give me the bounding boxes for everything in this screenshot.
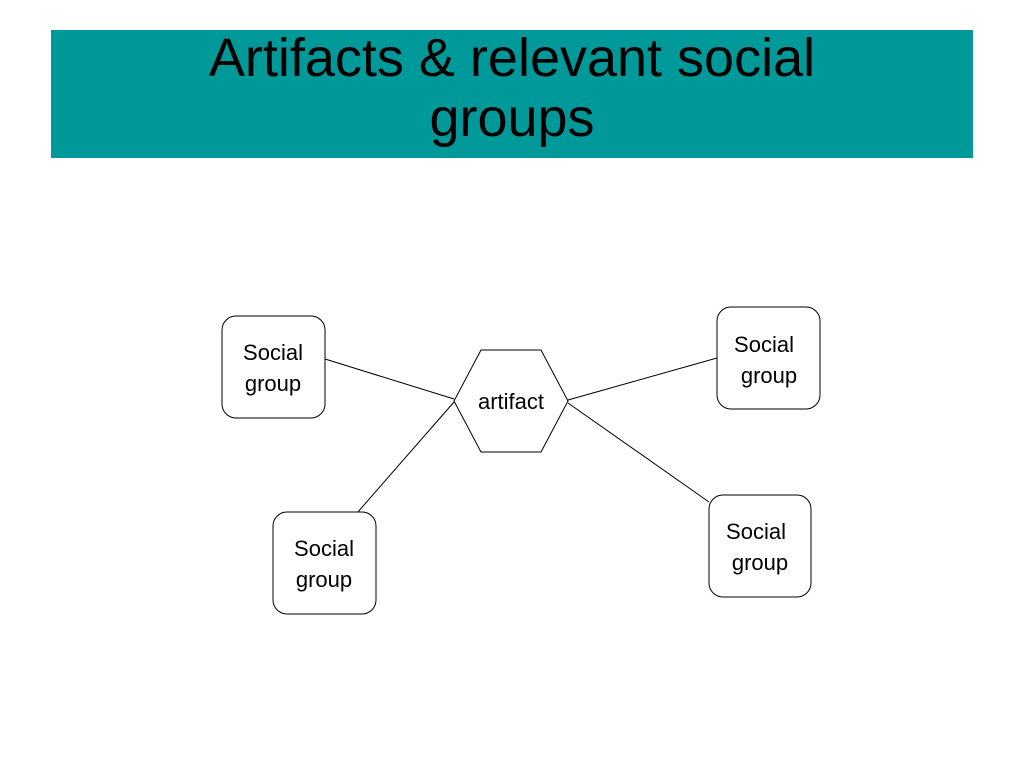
social-group-label-line2: group: [741, 363, 797, 388]
social-group-bottom-left: Social group: [272, 511, 377, 615]
title-bar: [51, 30, 973, 158]
connector-top-left: [324, 358, 455, 400]
slide-title: Artifacts & relevant social groups: [208, 28, 816, 148]
social-group-label-line1: Social: [734, 332, 794, 357]
social-group-top-left: Social group: [221, 315, 326, 419]
social-group-label-line2: group: [732, 550, 788, 575]
social-group-bottom-right: Social group: [708, 494, 812, 598]
artifact-hexagon: [453, 349, 569, 453]
social-group-label-line2: group: [296, 567, 352, 592]
connector-top-right: [567, 357, 718, 401]
connector-bottom-right: [567, 402, 710, 503]
social-group-label-line2: group: [245, 371, 301, 396]
social-group-top-right: Social group: [716, 306, 821, 410]
social-group-label-line1: Social: [726, 519, 786, 544]
social-group-label-line1: Social: [294, 536, 354, 561]
connector-bottom-left: [356, 401, 455, 514]
social-group-label-line1: Social: [243, 340, 303, 365]
artifact-label: artifact: [478, 389, 544, 414]
